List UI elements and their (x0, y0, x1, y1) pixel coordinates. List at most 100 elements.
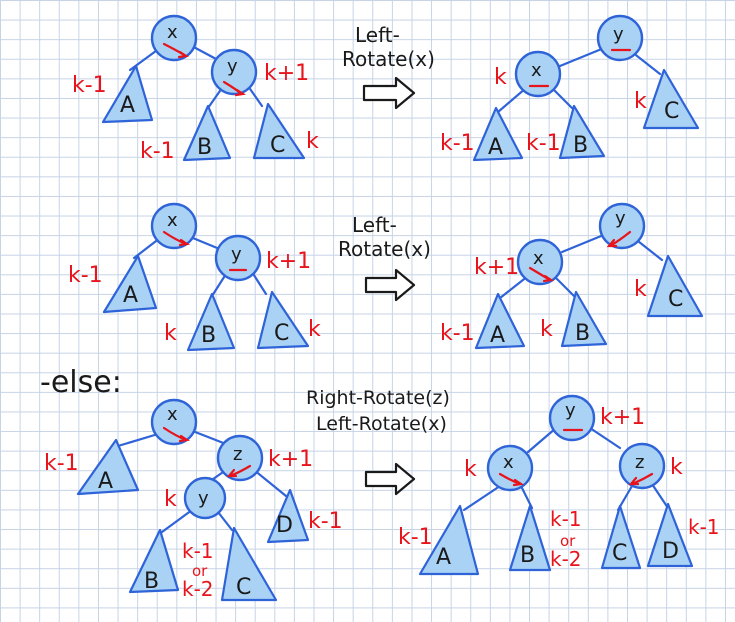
subtree-a (102, 254, 158, 314)
subtree-c (256, 290, 310, 350)
node-z-label: z (233, 444, 242, 465)
operation-line: Rotate(x) (338, 237, 431, 261)
subtree-b-label: B (201, 323, 216, 348)
height-label: k-1 (68, 263, 103, 288)
node-y (210, 48, 258, 96)
node-y-label: y (613, 24, 624, 45)
height-label: k (634, 277, 647, 302)
subtree-b (558, 104, 606, 160)
subtree-a-label: A (488, 135, 503, 160)
node-x (486, 444, 534, 492)
height-label: k-1 (688, 515, 720, 539)
row3-before-tree: x z y A B C D k-1 k+1 k k-1 k-1 or k-2 (44, 398, 343, 602)
subtree-a-label: A (98, 469, 113, 494)
operation-line: Left-Rotate(x) (316, 413, 447, 435)
row3-operation: Right-Rotate(z) Left-Rotate(x) (306, 387, 450, 496)
subtree-d (646, 502, 694, 568)
subtree-b-label: B (520, 543, 535, 568)
node-y (214, 234, 262, 282)
subtree-c (646, 254, 704, 318)
subtree-b-label: B (144, 569, 159, 594)
node-y (548, 394, 596, 442)
subtree-b-label: B (197, 135, 212, 160)
subtree-c-label: C (664, 99, 679, 124)
subtree-d (266, 488, 310, 544)
node-x (150, 202, 198, 250)
subtree-a-label: A (123, 283, 138, 308)
subtree-c (252, 102, 306, 160)
node-x (150, 398, 198, 446)
subtree-a-label: A (120, 93, 135, 118)
subtree-d-label: D (662, 539, 679, 564)
subtree-c-label: C (274, 321, 289, 346)
operation-line: Left- (355, 23, 400, 47)
height-label: k+1 (264, 61, 309, 86)
height-label: or (192, 562, 208, 580)
subtree-a-label: A (436, 545, 451, 570)
subtree-b (128, 528, 180, 594)
row1-before-tree: x y A B C k-1 k+1 k-1 k (72, 14, 319, 164)
height-label: k+1 (600, 405, 645, 430)
node-z (618, 442, 666, 490)
subtree-a (76, 438, 140, 496)
node-y-label: y (615, 208, 626, 229)
subtree-a (472, 106, 524, 162)
subtree-c (642, 68, 700, 130)
subtree-b-label: B (573, 133, 588, 158)
height-label: k-2 (550, 547, 582, 571)
node-x-label: x (167, 22, 178, 43)
node-x-label: x (533, 248, 544, 269)
subtree-c-label: C (612, 541, 627, 566)
height-label: k (164, 321, 177, 346)
subtree-b (560, 290, 608, 348)
height-label: k-1 (440, 321, 475, 346)
height-label: k (308, 317, 321, 342)
row2-before-tree: x y A B C k-1 k+1 k k (68, 202, 321, 352)
subtree-b-label: B (575, 321, 590, 346)
operation-line: Left- (352, 213, 397, 237)
subtree-c-label: C (270, 133, 285, 158)
subtree-c-label: C (236, 575, 251, 600)
height-label: k-1 (72, 73, 107, 98)
height-label: k-1 (44, 451, 79, 476)
subtree-a (474, 292, 526, 350)
operation-line: Right-Rotate(z) (306, 387, 450, 409)
node-x-label: x (167, 210, 178, 231)
row2-operation: Left- Rotate(x) (338, 213, 431, 302)
operation-line: Rotate(x) (342, 47, 435, 71)
transform-arrow-icon (364, 462, 416, 496)
height-label: k-1 (182, 539, 214, 563)
row3-after-tree: y x z A B C D k+1 k k k-1 k-1 k-1 or k-2 (398, 394, 720, 576)
subtree-b (508, 504, 552, 572)
node-y (183, 476, 227, 520)
subtree-a (101, 64, 154, 124)
height-label: k-1 (308, 509, 343, 534)
node-y (596, 14, 644, 62)
node-y-label: y (198, 488, 209, 509)
height-label: k (634, 89, 647, 114)
subtree-b (182, 104, 232, 162)
height-label: k+1 (266, 249, 311, 274)
node-y (598, 202, 646, 250)
node-x (514, 50, 562, 98)
node-y-label: y (231, 244, 242, 265)
node-x (150, 14, 198, 62)
node-x-label: x (503, 452, 514, 473)
height-label: k+1 (268, 447, 313, 472)
height-label: k+1 (474, 255, 519, 280)
row2-after-tree: y x A B C k+1 k k-1 k (440, 202, 704, 350)
subtree-c (220, 526, 278, 602)
subtree-c-label: C (668, 287, 683, 312)
height-label: k (306, 129, 319, 154)
height-label: k (540, 317, 553, 342)
node-z (216, 434, 264, 482)
subtree-d-label: D (276, 513, 293, 538)
height-label: k-2 (182, 577, 214, 601)
node-x-label: x (167, 404, 178, 425)
node-y-label: y (227, 56, 238, 77)
node-x-label: x (531, 60, 542, 81)
row1-operation: Left- Rotate(x) (342, 23, 435, 110)
height-label: k-1 (550, 507, 582, 531)
